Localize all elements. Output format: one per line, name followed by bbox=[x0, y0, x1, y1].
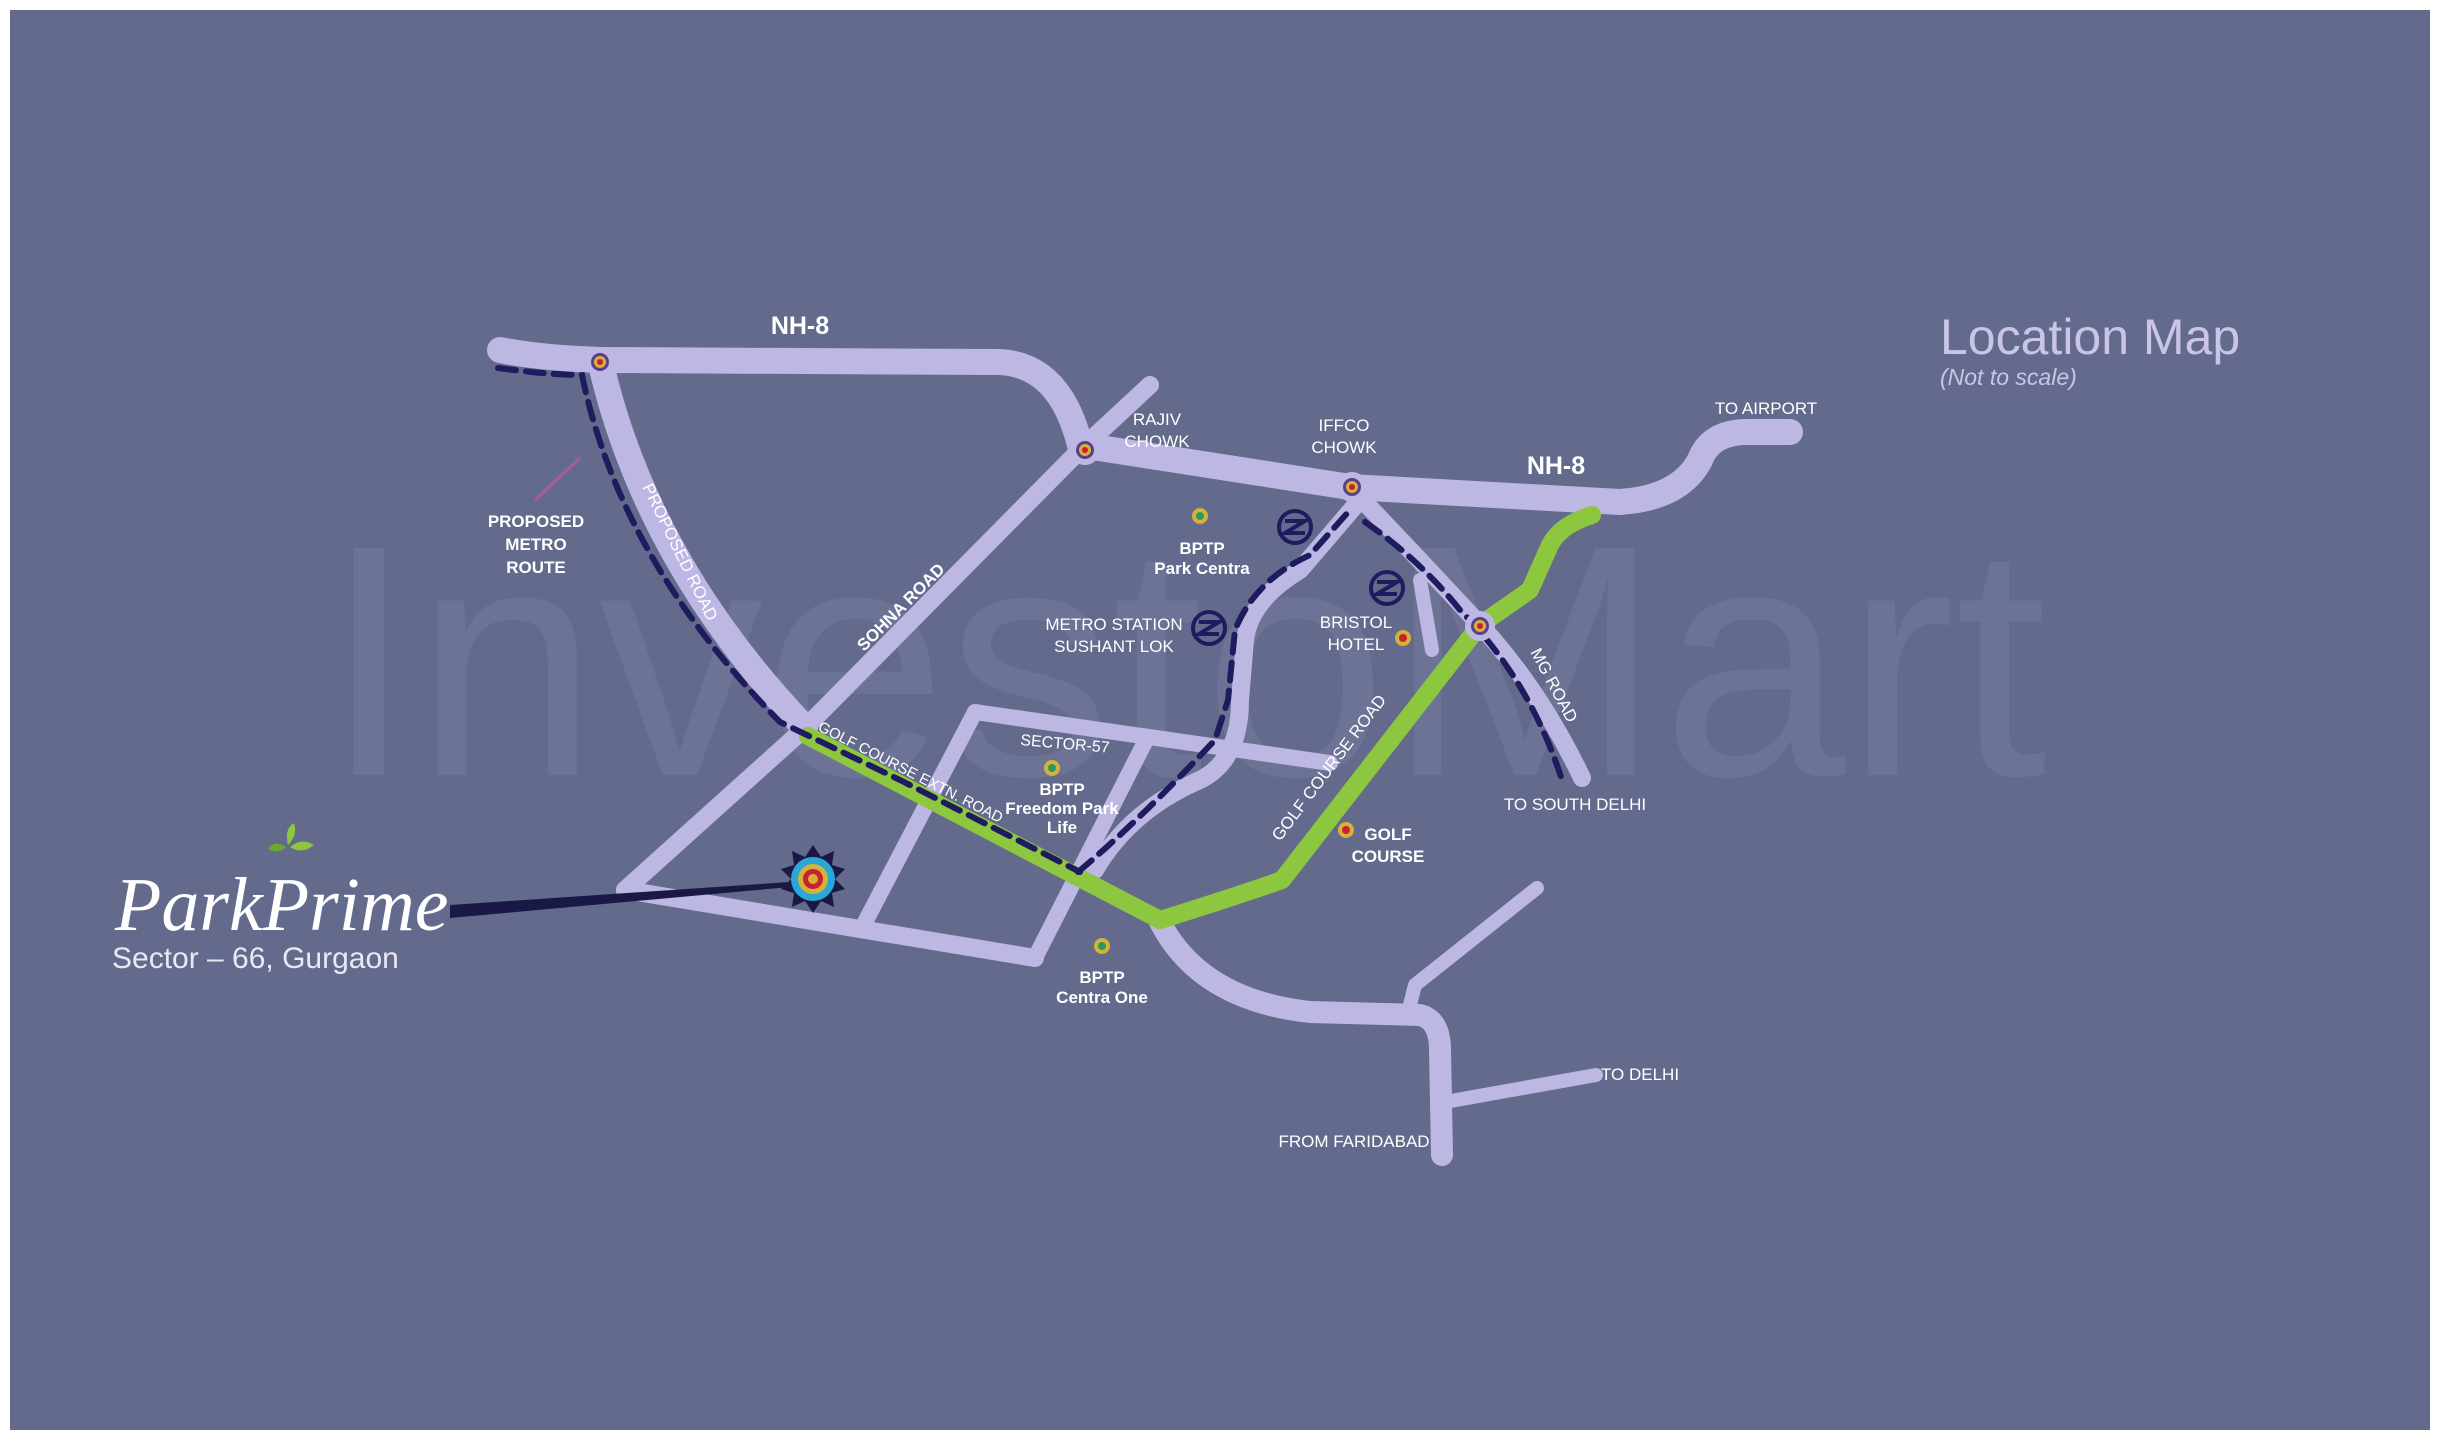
label-from-faridabad: FROM FARIDABAD bbox=[1278, 1132, 1429, 1151]
label-iffco-chowk-line1: IFFCO bbox=[1319, 416, 1370, 435]
label-rajiv-chowk-line2: CHOWK bbox=[1124, 432, 1190, 451]
metro-stations bbox=[1191, 509, 1405, 646]
label-bptp-centra-one: BPTP Centra One bbox=[1056, 968, 1148, 1007]
label-to-airport: TO AIRPORT bbox=[1715, 399, 1817, 418]
road-proposed bbox=[587, 347, 818, 741]
road-sohna bbox=[616, 376, 1159, 899]
label-iffco-chowk-line2: CHOWK bbox=[1311, 438, 1377, 457]
label-proposed-metro-route-line2: METRO bbox=[505, 535, 566, 554]
label-proposed-metro-route-line3: ROUTE bbox=[506, 558, 566, 577]
label-golf-course-line1: GOLF bbox=[1364, 825, 1411, 844]
label-golf-course: GOLF COURSE bbox=[1352, 825, 1425, 866]
junction-marker-icon[interactable] bbox=[1070, 435, 1100, 465]
proposed-metro-route-dashes bbox=[495, 365, 1565, 875]
map-title: Location Map bbox=[1940, 309, 2240, 365]
project-name: ParkPrime bbox=[114, 863, 448, 947]
label-bptp-centra-one-line1: BPTP bbox=[1079, 968, 1124, 987]
label-to-south-delhi: TO SOUTH DELHI bbox=[1504, 795, 1646, 814]
poi-icon-centra-one[interactable] bbox=[1094, 938, 1110, 954]
metro-route-east bbox=[1362, 519, 1565, 783]
label-bptp-centra-one-line2: Centra One bbox=[1056, 988, 1148, 1007]
label-bristol-hotel-line1: BRISTOL bbox=[1320, 613, 1392, 632]
road-nh8-east bbox=[1067, 419, 1803, 515]
map-subtitle: (Not to scale) bbox=[1940, 364, 2077, 390]
metro-route-pointer bbox=[533, 456, 582, 502]
label-golf-course-line2: COURSE bbox=[1352, 847, 1425, 866]
label-bptp-freedom-park-life: BPTP Freedom Park Life bbox=[1005, 780, 1119, 837]
label-bristol-hotel: BRISTOL HOTEL bbox=[1320, 613, 1392, 654]
label-nh8-east: NH-8 bbox=[1527, 452, 1585, 480]
road-sector57-mid bbox=[1027, 734, 1153, 966]
roads bbox=[487, 337, 1803, 1166]
poi-icon-golf-course[interactable] bbox=[1338, 822, 1354, 838]
road-to-delhi bbox=[1438, 1068, 1603, 1109]
label-metro-station-sushant-lok-line1: METRO STATION bbox=[1045, 615, 1182, 634]
road-delhi-link bbox=[1403, 881, 1544, 1012]
label-bptp-park-centra-line2: Park Centra bbox=[1154, 559, 1250, 578]
project-star-icon[interactable] bbox=[781, 845, 845, 913]
leaf-icon bbox=[268, 823, 314, 852]
project-pointer bbox=[450, 882, 790, 918]
poi-icon-park-centra[interactable] bbox=[1192, 508, 1208, 524]
label-bptp-freedom-park-life-line1: BPTP bbox=[1039, 780, 1084, 799]
road-sushant-lok bbox=[1086, 491, 1369, 879]
metro-route-west bbox=[495, 365, 1083, 875]
metro-station-icon[interactable] bbox=[1277, 509, 1313, 545]
label-bptp-park-centra-line1: BPTP bbox=[1179, 539, 1224, 558]
metro-station-icon[interactable] bbox=[1369, 570, 1405, 606]
road-sector57-west bbox=[854, 704, 983, 936]
poi-markers bbox=[1044, 508, 1411, 954]
label-metro-station-sushant-lok-line2: SUSHANT LOK bbox=[1054, 637, 1174, 656]
junction-marker-icon[interactable] bbox=[585, 347, 615, 377]
road-south-link bbox=[616, 881, 1044, 967]
metro-station-icon[interactable] bbox=[1191, 610, 1227, 646]
label-rajiv-chowk: RAJIV CHOWK bbox=[1124, 410, 1190, 451]
road-faridabad bbox=[1149, 911, 1453, 1166]
label-nh8-west: NH-8 bbox=[771, 312, 829, 340]
poi-icon-freedom-park[interactable] bbox=[1044, 760, 1060, 776]
junction-marker-icon[interactable] bbox=[1337, 472, 1367, 502]
metro-route-north bbox=[1075, 507, 1353, 875]
road-nh8-west bbox=[487, 337, 1093, 458]
label-bristol-hotel-line2: HOTEL bbox=[1328, 635, 1385, 654]
label-to-delhi: TO DELHI bbox=[1601, 1065, 1679, 1084]
label-iffco-chowk: IFFCO CHOWK bbox=[1311, 416, 1377, 457]
junction-marker-icon[interactable] bbox=[1465, 611, 1495, 641]
project-location: Sector – 66, Gurgaon bbox=[112, 942, 399, 975]
road-sector57-top bbox=[967, 704, 1338, 771]
road-bristol-stub bbox=[1413, 573, 1439, 657]
label-rajiv-chowk-line1: RAJIV bbox=[1133, 410, 1182, 429]
junction-markers bbox=[585, 347, 1495, 641]
label-proposed-metro-route-line1: PROPOSED bbox=[488, 512, 584, 531]
label-bptp-park-centra: BPTP Park Centra bbox=[1154, 539, 1250, 578]
label-proposed-metro-route: PROPOSED METRO ROUTE bbox=[488, 512, 584, 577]
label-bptp-freedom-park-life-line2: Freedom Park bbox=[1005, 799, 1119, 818]
poi-icon-bristol[interactable] bbox=[1395, 630, 1411, 646]
label-metro-station-sushant-lok: METRO STATION SUSHANT LOK bbox=[1045, 615, 1182, 656]
road-golf-course bbox=[1151, 506, 1601, 929]
label-bptp-freedom-park-life-line3: Life bbox=[1047, 818, 1077, 837]
